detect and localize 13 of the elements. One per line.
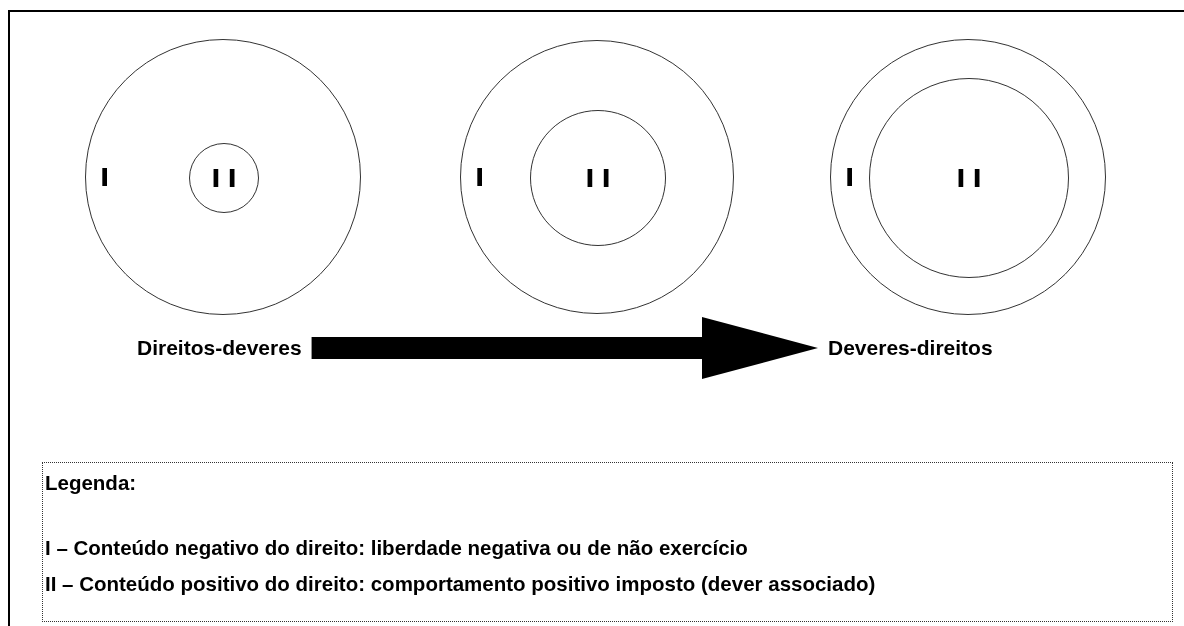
stage-label: Direitos-deveres (137, 336, 302, 360)
legend-entry: I – Conteúdo negativo do direito: liberdade negativa ou de não exercício (45, 535, 749, 561)
stage-label: Deveres-direitos (828, 336, 993, 360)
legend-entry: II – Conteúdo positivo do direito: comportamento positivo imposto (dever associado) (45, 572, 877, 597)
roman-numeral-label: I (475, 164, 485, 190)
roman-numeral-label: II (955, 165, 989, 191)
arrow (311, 317, 818, 379)
legend-title: Legenda: (45, 471, 138, 496)
roman-numeral-label: I (845, 164, 855, 190)
roman-numeral-label: II (210, 165, 244, 191)
roman-numeral-label: I (100, 164, 110, 190)
roman-numeral-label: II (584, 165, 618, 191)
legend-box (42, 462, 1173, 622)
